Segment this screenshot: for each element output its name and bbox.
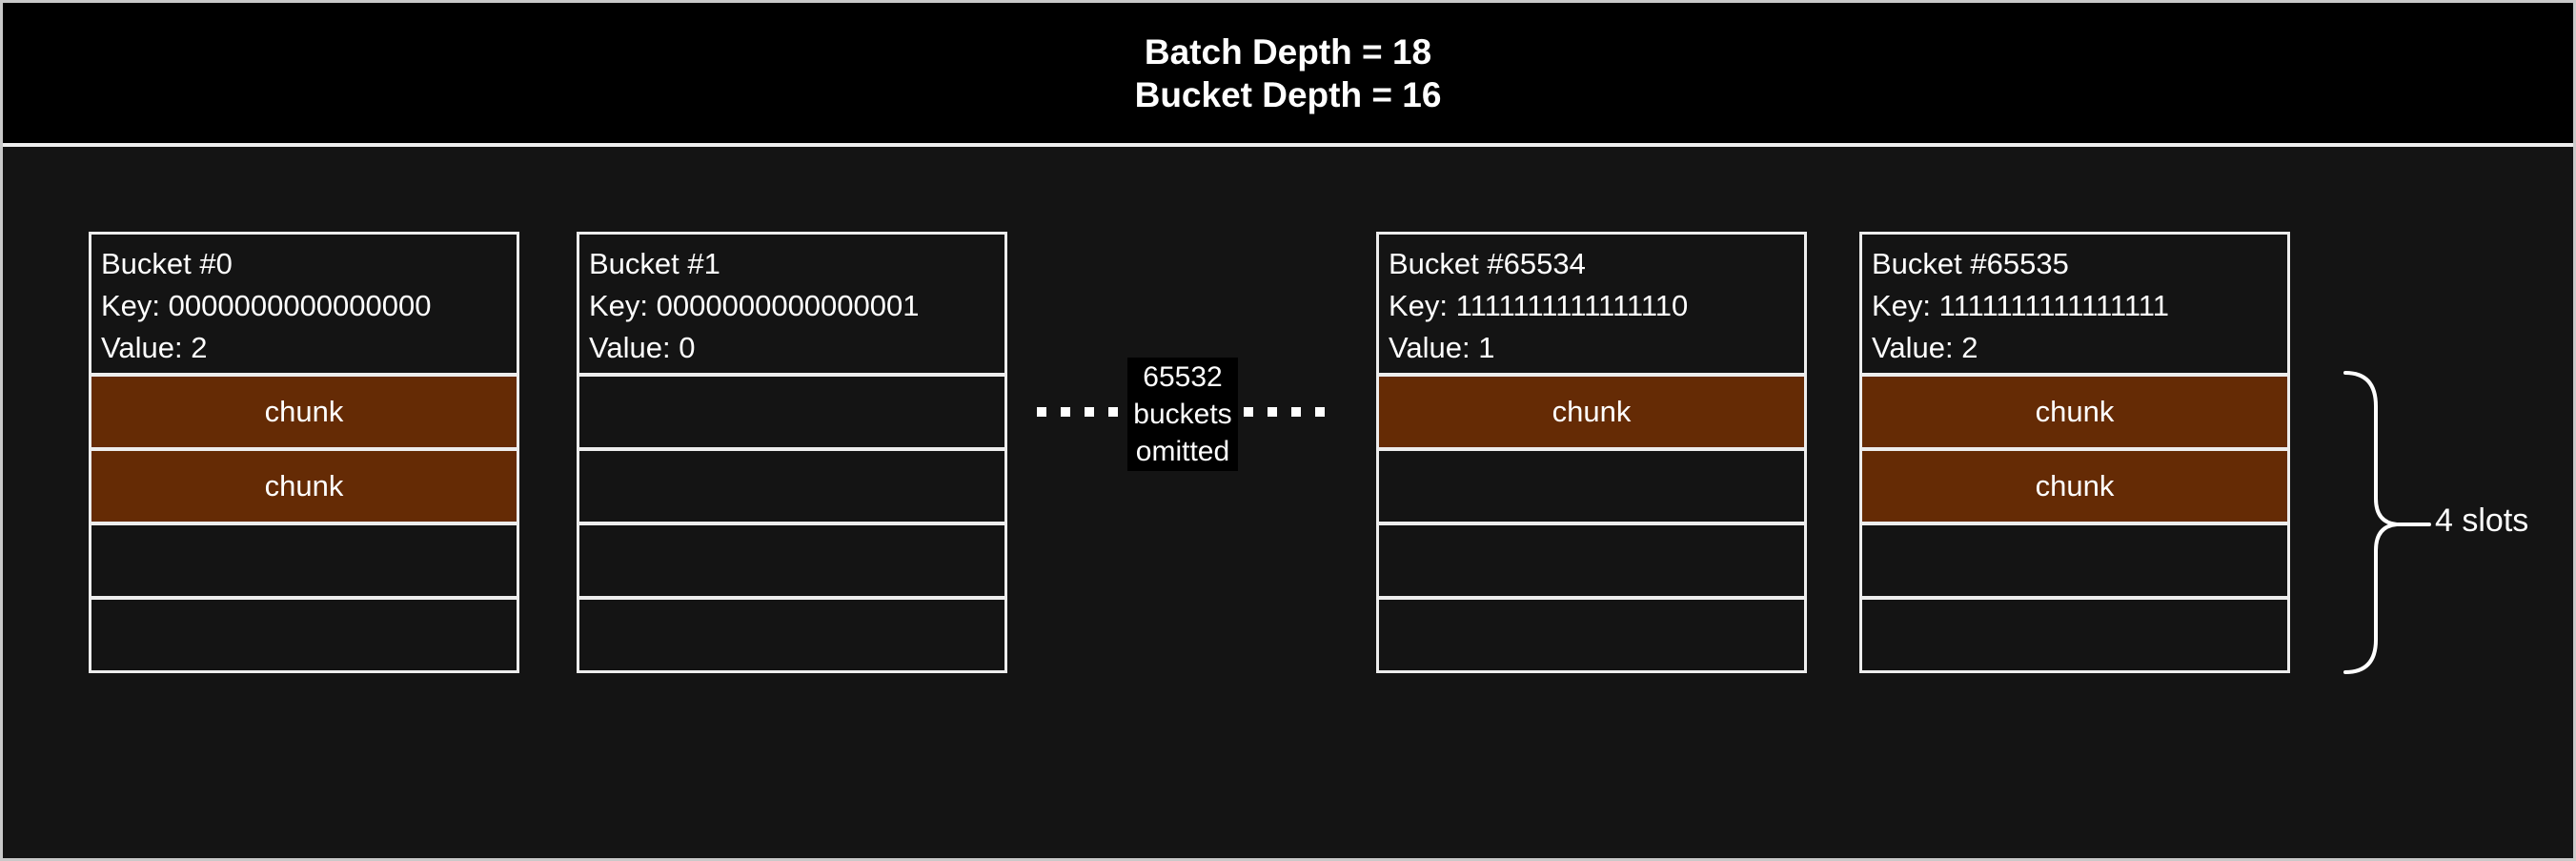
batch-depth-title: Batch Depth = 18 bbox=[1144, 31, 1432, 72]
bucket-0-key: Key: 0000000000000000 bbox=[101, 289, 432, 322]
dot bbox=[1244, 407, 1253, 417]
bucket-65535-name: Bucket #65535 bbox=[1872, 247, 2069, 280]
bucket-0: Bucket #0 Key: 0000000000000000 Value: 2… bbox=[89, 232, 519, 673]
bucket-65535-slot-1: chunk bbox=[1862, 447, 2287, 522]
curly-brace-icon bbox=[2343, 371, 2431, 674]
bucket-65534-value: Value: 1 bbox=[1389, 331, 1495, 364]
chunk-label: chunk bbox=[264, 469, 344, 502]
bucket-65534-key: Key: 1111111111111110 bbox=[1389, 289, 1689, 322]
bucket-1-name: Bucket #1 bbox=[589, 247, 720, 280]
dot bbox=[1061, 407, 1070, 417]
bucket-0-slot-1: chunk bbox=[91, 447, 517, 522]
bucket-65534: Bucket #65534 Key: 1111111111111110 Valu… bbox=[1376, 232, 1807, 673]
bucket-1-header: Bucket #1 Key: 0000000000000001 Value: 0 bbox=[579, 235, 1004, 373]
bucket-65534-header: Bucket #65534 Key: 1111111111111110 Valu… bbox=[1379, 235, 1804, 373]
bucket-1-slot-2 bbox=[579, 522, 1004, 596]
dot bbox=[1085, 407, 1094, 417]
bucket-65535-slot-0: chunk bbox=[1862, 373, 2287, 447]
four-slots-label: 4 slots bbox=[2435, 502, 2529, 539]
bucket-1-slot-0 bbox=[579, 373, 1004, 447]
bucket-1-slot-3 bbox=[579, 596, 1004, 670]
bucket-0-slot-0: chunk bbox=[91, 373, 517, 447]
bucket-0-header: Bucket #0 Key: 0000000000000000 Value: 2 bbox=[91, 235, 517, 373]
omitted-count: 65532 bbox=[1143, 361, 1223, 393]
bucket-65535: Bucket #65535 Key: 1111111111111111 Valu… bbox=[1859, 232, 2290, 673]
dot bbox=[1268, 407, 1277, 417]
bucket-1: Bucket #1 Key: 0000000000000001 Value: 0 bbox=[577, 232, 1007, 673]
dot bbox=[1108, 407, 1118, 417]
bucket-0-slot-2 bbox=[91, 522, 517, 596]
bucket-65535-slot-2 bbox=[1862, 522, 2287, 596]
omitted-dots-right bbox=[1244, 407, 1325, 417]
chunk-label: chunk bbox=[2035, 395, 2115, 428]
bucket-1-key: Key: 0000000000000001 bbox=[589, 289, 920, 322]
bucket-65534-name: Bucket #65534 bbox=[1389, 247, 1586, 280]
bucket-65535-value: Value: 2 bbox=[1872, 331, 1978, 364]
bucket-0-name: Bucket #0 bbox=[101, 247, 233, 280]
buckets-omitted-label: 65532 buckets omitted bbox=[1127, 358, 1238, 471]
bucket-1-slot-1 bbox=[579, 447, 1004, 522]
bucket-65534-slot-3 bbox=[1379, 596, 1804, 670]
bucket-depth-title: Bucket Depth = 16 bbox=[1134, 74, 1442, 114]
dot bbox=[1037, 407, 1046, 417]
bucket-0-value: Value: 2 bbox=[101, 331, 208, 364]
dot bbox=[1291, 407, 1301, 417]
title-band: Batch Depth = 18 Bucket Depth = 16 bbox=[3, 3, 2573, 147]
bucket-65535-header: Bucket #65535 Key: 1111111111111111 Valu… bbox=[1862, 235, 2287, 373]
bucket-0-slot-3 bbox=[91, 596, 517, 670]
chunk-label: chunk bbox=[1552, 395, 1632, 428]
bucket-65535-slot-3 bbox=[1862, 596, 2287, 670]
chunk-label: chunk bbox=[264, 395, 344, 428]
bucket-65534-slot-0: chunk bbox=[1379, 373, 1804, 447]
bucket-65535-key: Key: 1111111111111111 bbox=[1872, 289, 2169, 322]
dot bbox=[1315, 407, 1325, 417]
bucket-1-value: Value: 0 bbox=[589, 331, 696, 364]
bucket-65534-slot-1 bbox=[1379, 447, 1804, 522]
omitted-word-omitted: omitted bbox=[1135, 436, 1230, 467]
omitted-dots-left bbox=[1037, 407, 1118, 417]
bucket-65534-slot-2 bbox=[1379, 522, 1804, 596]
chunk-label: chunk bbox=[2035, 469, 2115, 502]
omitted-word-buckets: buckets bbox=[1133, 399, 1232, 430]
